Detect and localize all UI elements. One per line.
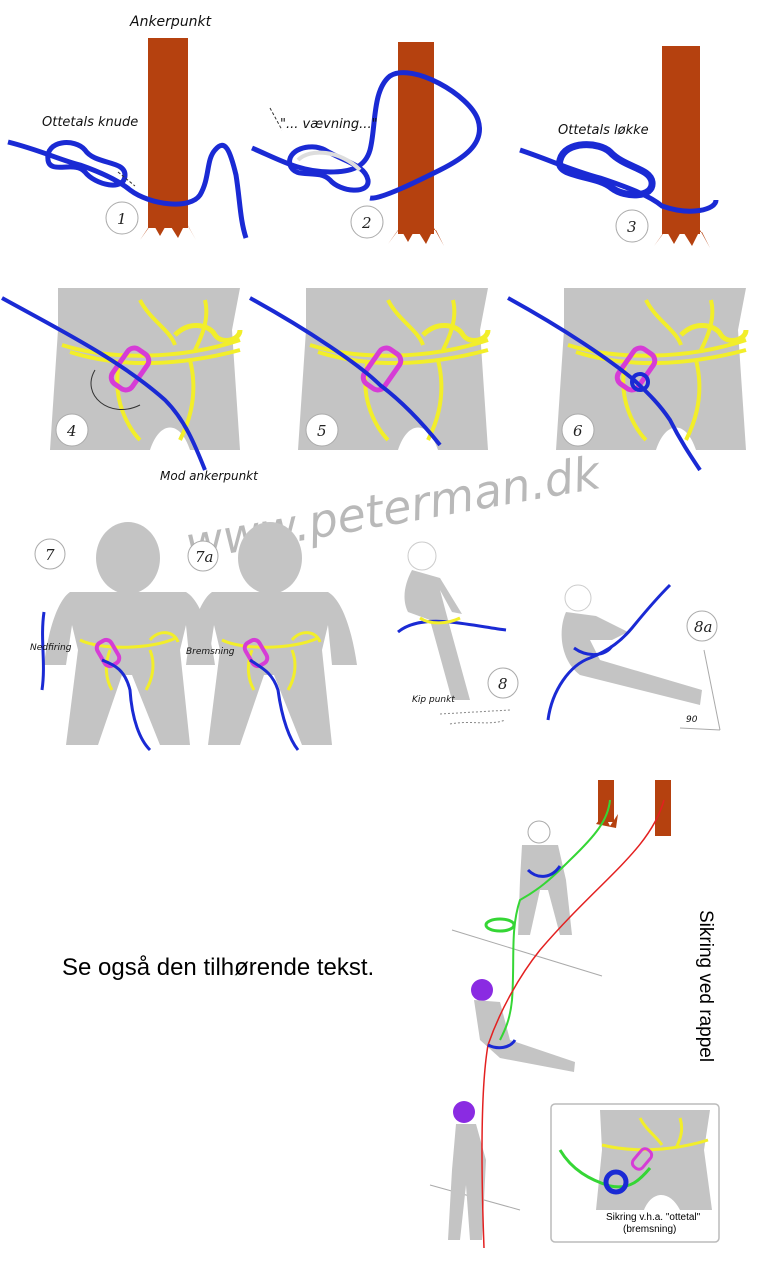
blue-rope — [397, 619, 507, 634]
blue-rope — [7, 139, 249, 239]
step-number: 7a — [195, 548, 214, 566]
side-title: Sikring ved rappel — [695, 910, 716, 1062]
carabiner — [360, 345, 404, 393]
see-also-note: Se også den tilhørende tekst. — [62, 954, 374, 981]
step-badge — [305, 413, 339, 447]
step-badge — [615, 209, 649, 243]
figure-eight-knot — [45, 140, 128, 188]
step-number: 7 — [45, 546, 55, 564]
step-badge — [187, 540, 219, 572]
figure-head — [238, 522, 302, 594]
torso-silhouette — [596, 1110, 712, 1210]
figure-head — [564, 584, 592, 612]
step-number: 8a — [694, 618, 713, 636]
helmet — [471, 979, 493, 1001]
blue-rope — [40, 611, 152, 752]
label-kip-punkt: Kip punkt — [412, 695, 455, 705]
tree-roots — [388, 228, 444, 246]
figure-head — [96, 522, 160, 594]
blue-rope — [1, 296, 207, 471]
helmet — [453, 1101, 475, 1123]
harness-knot — [679, 323, 749, 343]
figure-body — [561, 612, 702, 705]
blue-rope — [249, 296, 442, 447]
label-ankerpunkt: Ankerpunkt — [129, 14, 212, 30]
panel-5: 5 — [249, 288, 491, 450]
carabiner — [242, 637, 270, 669]
tree-roots — [654, 230, 710, 248]
blue-rope — [251, 70, 482, 201]
label-ottetals-loekke: Ottetals løkke — [558, 123, 649, 138]
inset-caption-line2: (bremsning) — [623, 1224, 676, 1235]
tree-trunk — [598, 780, 614, 822]
harness — [221, 636, 319, 691]
figure-body — [44, 592, 215, 745]
figure-eight-loop — [556, 141, 656, 199]
panel-3: 3 Ottetals løkke — [519, 46, 719, 248]
step-badge — [686, 610, 718, 642]
figure-body — [186, 592, 357, 745]
step-badge — [487, 667, 519, 699]
label-nedfiring: Nedfiring — [30, 643, 72, 653]
tree-trunk — [662, 46, 700, 234]
figure-eight-knot — [287, 144, 371, 193]
step-number: 4 — [66, 422, 77, 440]
carabiner — [630, 1147, 654, 1171]
label-mod-ankerpunkt: Mod ankerpunkt — [160, 469, 259, 483]
step-number: 2 — [361, 214, 372, 232]
step-badge — [55, 413, 89, 447]
step-number: 1 — [117, 210, 127, 228]
step-badge — [34, 538, 66, 570]
figure-body — [404, 570, 470, 700]
panel-1: 1 Ankerpunkt Ottetals knude — [7, 14, 249, 240]
tree-trunk — [655, 780, 671, 836]
figure-body — [448, 1124, 486, 1240]
blue-rope — [249, 658, 300, 751]
figure-body — [518, 845, 572, 935]
tree-roots — [140, 222, 196, 240]
panel-7a: 7a Bremsning — [186, 522, 357, 751]
step-number: 5 — [317, 422, 327, 440]
inset-belay-detail: Sikring v.h.a. "ottetal" (bremsning) — [550, 1103, 720, 1243]
figure-head — [407, 541, 437, 571]
tree-trunk — [148, 38, 188, 228]
panel-8a: 8a 90 — [546, 583, 721, 731]
harness-webbing — [601, 1117, 709, 1152]
rappel-scene: Sikring ved rappel — [429, 780, 716, 1249]
inset-caption-line1: Sikring v.h.a. "ottetal" — [606, 1212, 701, 1223]
panel-4: 4 Mod ankerpunkt — [1, 288, 259, 483]
figure-eight-device — [603, 1169, 629, 1195]
step-badge — [350, 205, 384, 239]
panel-8: 8 Kip punkt — [397, 541, 519, 725]
panel-2: 2 "... vævning..." — [251, 42, 482, 246]
step-badge — [105, 201, 139, 235]
label-ottetals-knude: Ottetals knude — [42, 115, 138, 130]
rope-coil — [484, 917, 516, 933]
red-rope — [481, 799, 665, 1249]
panel-6: 6 — [507, 288, 749, 472]
harness-knot — [173, 323, 243, 343]
harness-knot — [421, 323, 491, 343]
panel-7: 7 Nedfiring — [30, 522, 215, 752]
label-bremsning: Bremsning — [186, 647, 235, 657]
figure-head — [527, 820, 551, 844]
figure-body — [474, 1000, 575, 1072]
harness — [79, 636, 177, 691]
step-number: 3 — [627, 218, 637, 236]
label-vaevning: "... vævning..." — [280, 117, 378, 132]
step-number: 8 — [498, 675, 508, 693]
step-badge — [561, 413, 595, 447]
green-rope — [558, 1149, 652, 1189]
carabiner — [108, 345, 152, 393]
green-rope — [499, 799, 611, 1041]
step-number: 6 — [573, 422, 583, 440]
label-angle: 90 — [686, 715, 698, 725]
